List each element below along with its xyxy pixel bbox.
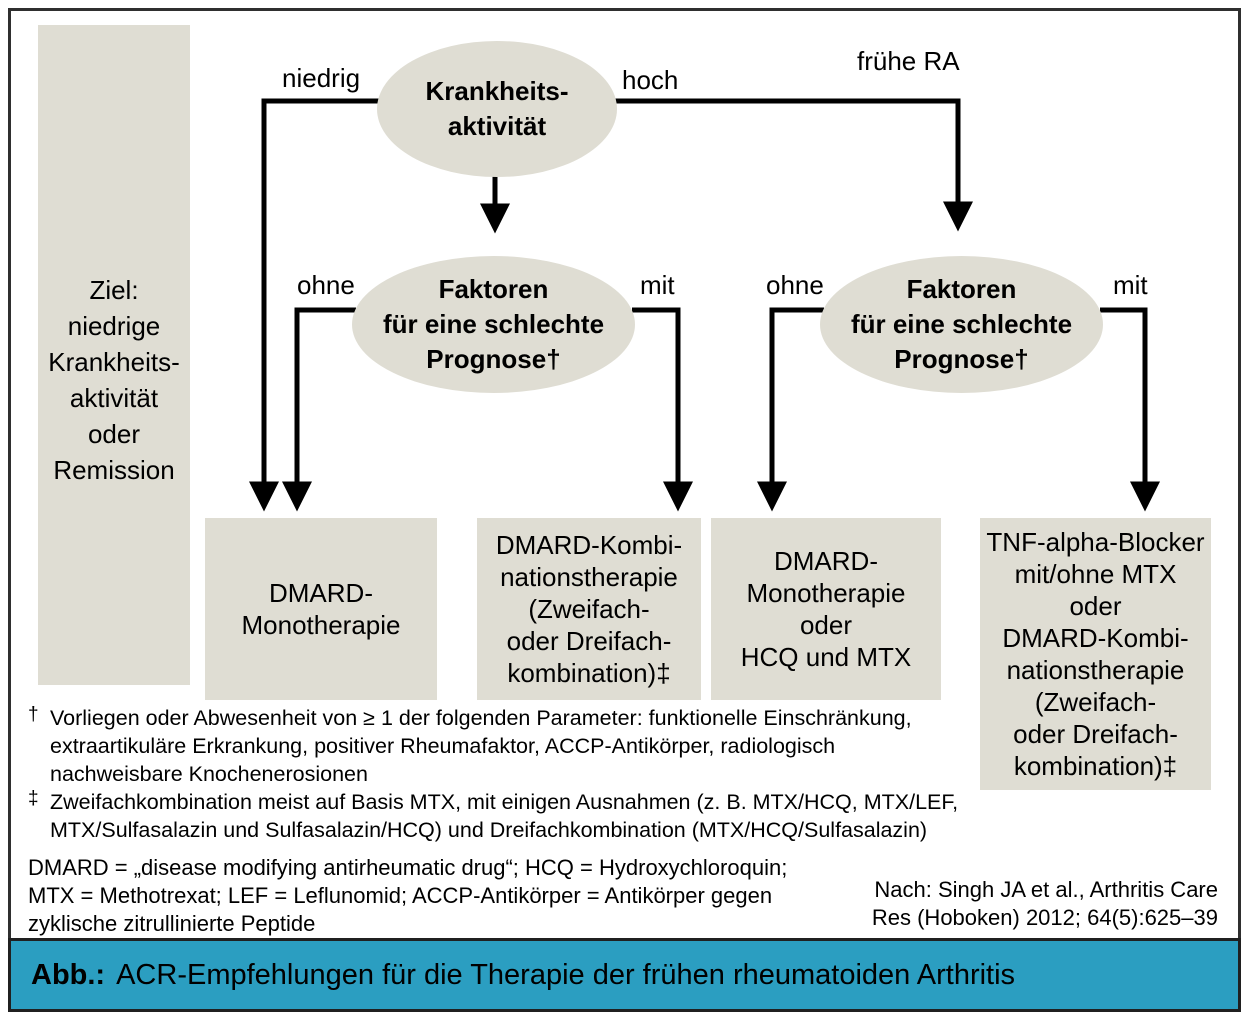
box-dmard-mono-or-hcq-mtx-label: DMARD- Monotherapie oder HCQ und MTX (740, 546, 912, 672)
connector-hoch-arrow-icon (608, 98, 973, 232)
box-dmard-mono-or-hcq-mtx: DMARD- Monotherapie oder HCQ und MTX (711, 518, 941, 700)
footnotes: † Vorliegen oder Abwesenheit von ≥ 1 der… (28, 704, 958, 844)
footnote-double-dagger-marker: ‡ (28, 788, 39, 809)
box-dmard-monotherapy-label: DMARD- Monotherapie (241, 578, 401, 640)
citation-text: Nach: Singh JA et al., Arthritis Care Re… (871, 877, 1218, 930)
connector-mit-left-arrow-icon (632, 307, 693, 512)
node-prognosis-right: Faktoren für eine schlechte Prognose† (820, 256, 1103, 393)
box-dmard-combination-therapy-label: DMARD-Kombi- nationstherapie (Zweifach- … (495, 530, 683, 688)
connector-ohne-left-arrow-icon (282, 307, 356, 512)
caption-text: ACR-Empfehlungen für die Therapie der fr… (116, 958, 1016, 991)
node-disease-activity: Krankheits- aktivität (377, 41, 617, 177)
node-prognosis-left: Faktoren für eine schlechte Prognose† (352, 256, 635, 393)
goal-text: Ziel: niedrige Krankheits- aktivität ode… (48, 275, 180, 485)
caption-label: Abb.: (31, 958, 106, 991)
label-fruehe-ra: frühe RA (857, 46, 960, 76)
box-tnf-alpha-blocker-label: TNF-alpha-Blocker mit/ohne MTX oder DMAR… (986, 527, 1205, 781)
branch-label-mit-right: mit (1113, 270, 1148, 300)
footnote-double-dagger: ‡ Zweifachkombination meist auf Basis MT… (28, 788, 958, 844)
connector-niedrig-arrow-icon (249, 98, 383, 512)
connector-ohne-right-arrow-icon (757, 307, 824, 512)
goal-bar: Ziel: niedrige Krankheits- aktivität ode… (38, 25, 190, 685)
box-tnf-alpha-blocker: TNF-alpha-Blocker mit/ohne MTX oder DMAR… (980, 518, 1211, 790)
abbreviations-text: DMARD = „disease modifying antirheumatic… (28, 855, 788, 936)
box-dmard-monotherapy: DMARD- Monotherapie (205, 518, 437, 700)
footnote-dagger-text: Vorliegen oder Abwesenheit von ≥ 1 der f… (50, 706, 912, 786)
footnote-dagger-marker: † (28, 704, 39, 725)
footnote-double-dagger-text: Zweifachkombination meist auf Basis MTX,… (50, 790, 959, 842)
node-prognosis-left-label: Faktoren für eine schlechte Prognose† (382, 274, 605, 374)
node-prognosis-right-label: Faktoren für eine schlechte Prognose† (850, 274, 1073, 374)
footnote-dagger: † Vorliegen oder Abwesenheit von ≥ 1 der… (28, 704, 958, 788)
branch-label-ohne-right: ohne (766, 270, 824, 300)
box-dmard-combination-therapy: DMARD-Kombi- nationstherapie (Zweifach- … (477, 518, 701, 700)
branch-label-niedrig: niedrig (282, 63, 361, 93)
node-disease-activity-label: Krankheits- aktivität (425, 76, 569, 141)
branch-label-ohne-left: ohne (297, 270, 355, 300)
figure-caption-bar: Abb.: ACR-Empfehlungen für die Therapie … (8, 938, 1241, 1012)
branch-label-hoch: hoch (622, 65, 679, 95)
branch-label-mit-left: mit (640, 270, 675, 300)
connector-mit-right-arrow-icon (1100, 307, 1160, 512)
